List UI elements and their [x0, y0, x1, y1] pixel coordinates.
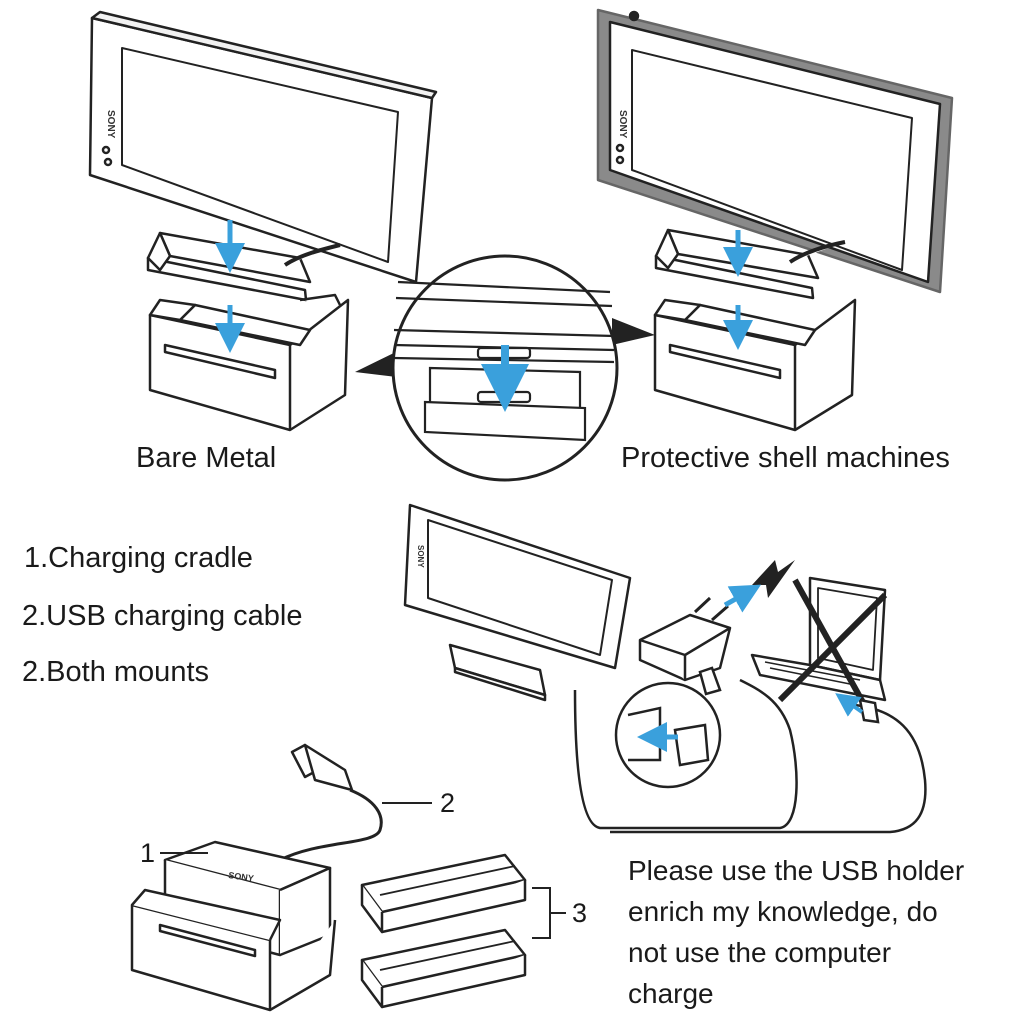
brand-logo-docked: SONY — [416, 545, 425, 568]
usage-note-line-3: not use the computer — [628, 937, 892, 968]
shell-cradle-illustration — [653, 228, 857, 432]
mount-pieces-illustration — [360, 853, 527, 1009]
cradle-illustration: SONY — [130, 840, 337, 1012]
callout-number-cradle: 1 — [140, 838, 156, 868]
callout-number-mounts: 3 — [572, 898, 588, 928]
contents-item-cradle: 1.Charging cradle — [24, 542, 253, 574]
bare-cradle-illustration — [146, 231, 350, 432]
callout-lines — [160, 802, 566, 939]
power-bolt — [723, 560, 795, 613]
usage-note: Please use the USB holder enrich my know… — [628, 850, 1018, 1014]
caption-bare-metal: Bare Metal — [136, 442, 277, 474]
contents-item-cable: 2.USB charging cable — [22, 600, 303, 632]
charger-inset-circle — [614, 681, 722, 789]
brand-logo-cradle: SONY — [228, 870, 255, 883]
callout-number-cable: 2 — [440, 788, 456, 818]
caption-protective-shell: Protective shell machines — [621, 442, 950, 474]
usb-cable-illustration — [279, 743, 383, 862]
bare-phone-illustration: SONY — [88, 10, 438, 284]
usage-note-line-1: Please use the USB holder — [628, 855, 965, 886]
contents-item-mounts: 2.Both mounts — [22, 656, 209, 688]
docked-phone-illustration: SONY — [403, 503, 632, 702]
wall-charger-illustration — [638, 596, 732, 682]
usage-cables — [573, 666, 927, 834]
usage-note-line-2: enrich my knowledge, do — [628, 896, 938, 927]
zoom-detail — [355, 254, 655, 482]
brand-logo-shell: SONY — [617, 110, 628, 139]
laptop-crossed-illustration — [750, 576, 888, 717]
usage-note-line-4: charge — [628, 978, 714, 1009]
shell-phone-illustration: SONY — [596, 8, 954, 294]
brand-logo-bare: SONY — [105, 110, 116, 139]
